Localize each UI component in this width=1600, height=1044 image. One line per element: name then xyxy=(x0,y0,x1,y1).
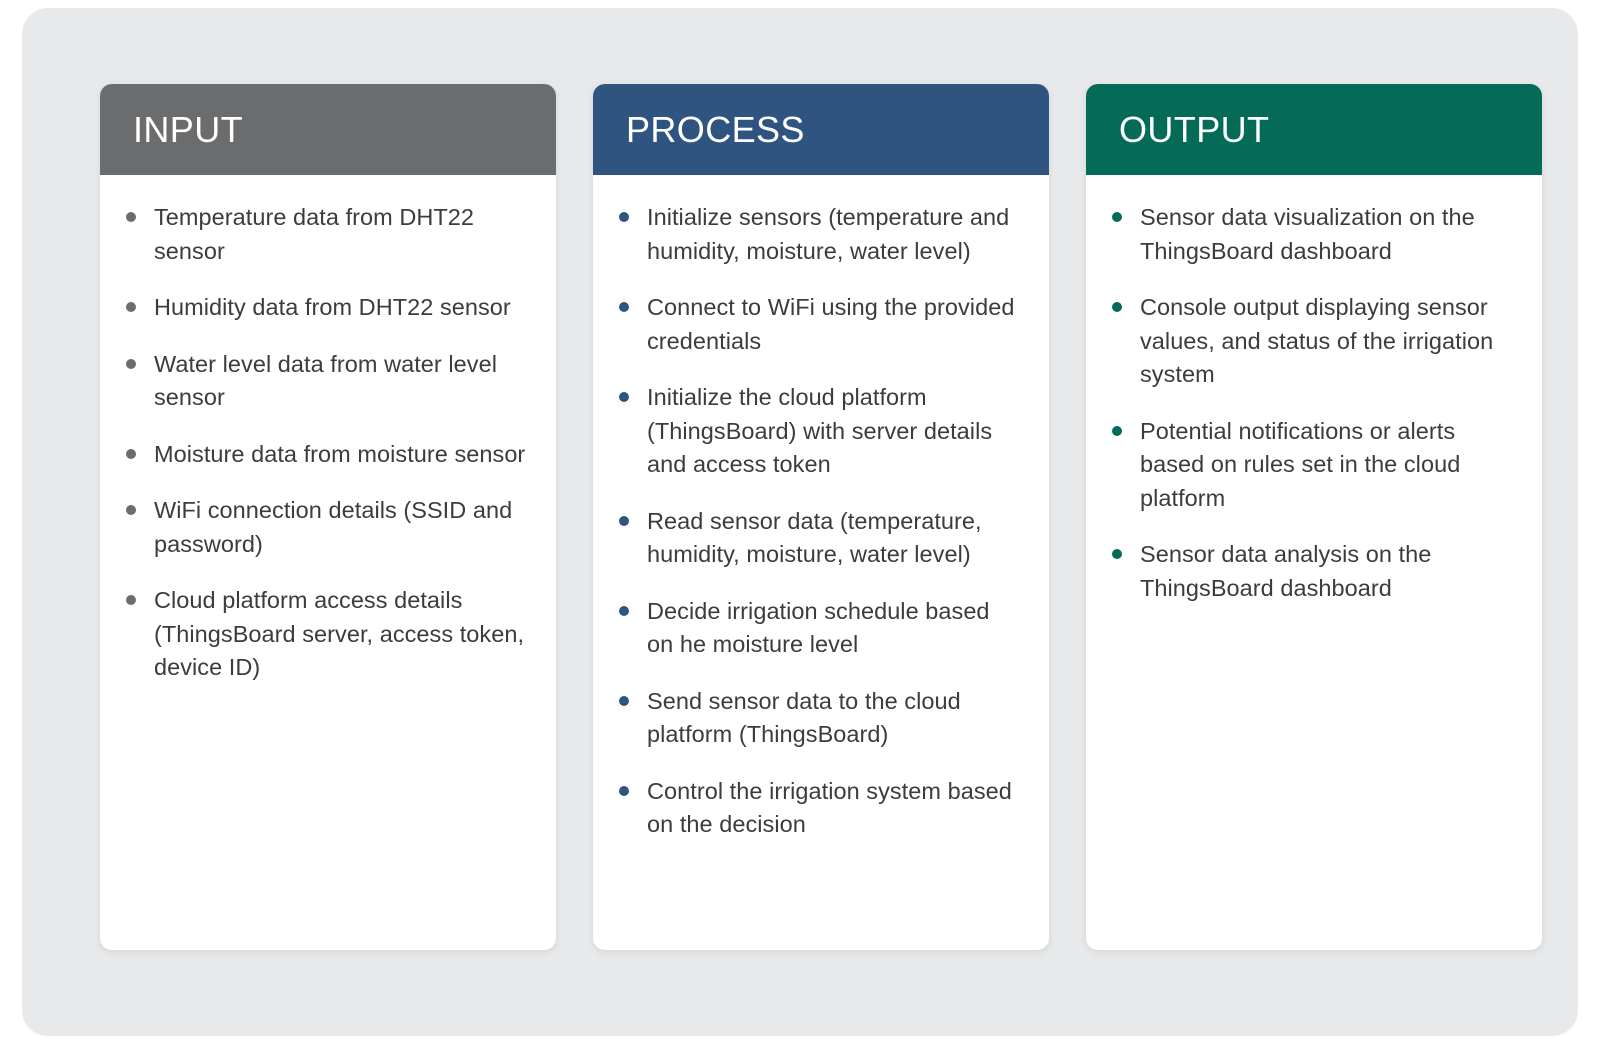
card-body-output: Sensor data visualization on the ThingsB… xyxy=(1086,175,1542,950)
list-item: Initialize sensors (temperature and humi… xyxy=(619,201,1019,268)
bullet-dot-icon xyxy=(1112,302,1122,312)
bullet-dot-icon xyxy=(1112,549,1122,559)
bullet-dot-icon xyxy=(619,605,629,616)
bullet-dot-icon xyxy=(619,212,629,222)
diagram-stage: INPUT Temperature data from DHT22 sensor… xyxy=(22,8,1578,1036)
list-item: Temperature data from DHT22 sensor xyxy=(126,201,526,268)
list-item: Control the irrigation system based on t… xyxy=(619,775,1019,842)
bullet-dot-icon xyxy=(126,212,136,222)
list-item: Sensor data analysis on the ThingsBoard … xyxy=(1112,538,1512,605)
bullet-dot-icon xyxy=(619,515,629,526)
list-item: Connect to WiFi using the provided crede… xyxy=(619,291,1019,358)
list-item-text: Decide irrigation schedule based on he m… xyxy=(647,597,990,658)
list-item-text: Send sensor data to the cloud platform (… xyxy=(647,687,961,748)
list-item: Decide irrigation schedule based on he m… xyxy=(619,595,1019,662)
list-item-text: WiFi connection details (SSID and passwo… xyxy=(154,497,513,557)
list-item-text: Connect to WiFi using the provided crede… xyxy=(647,294,1015,354)
bullet-dot-icon xyxy=(1112,212,1122,222)
list-item-text: Initialize the cloud platform (ThingsBoa… xyxy=(647,384,993,477)
bullet-dot-icon xyxy=(619,392,629,402)
list-item-text: Water level data from water level sensor xyxy=(154,350,497,411)
bullet-dot-icon xyxy=(126,302,136,312)
list-item: Humidity data from DHT22 sensor xyxy=(126,291,526,325)
card-body-process: Initialize sensors (temperature and humi… xyxy=(593,175,1049,950)
card-title-process: PROCESS xyxy=(626,108,805,150)
card-header-process: PROCESS xyxy=(593,84,1049,175)
column-container: INPUT Temperature data from DHT22 sensor… xyxy=(100,84,1542,950)
bullet-dot-icon xyxy=(126,595,136,605)
list-item-text: Initialize sensors (temperature and humi… xyxy=(647,204,1010,264)
list-item-text: Cloud platform access details (ThingsBoa… xyxy=(154,587,525,680)
list-item: Moisture data from moisture sensor xyxy=(126,438,526,472)
card-title-output: OUTPUT xyxy=(1119,108,1270,150)
bullet-dot-icon xyxy=(619,302,629,312)
card-process: PROCESS Initialize sensors (temperature … xyxy=(593,84,1049,950)
card-header-output: OUTPUT xyxy=(1086,84,1542,175)
bullet-list-process: Initialize sensors (temperature and humi… xyxy=(619,201,1019,842)
bullet-list-input: Temperature data from DHT22 sensor Humid… xyxy=(126,201,526,685)
bullet-dot-icon xyxy=(126,505,136,515)
list-item: Cloud platform access details (ThingsBoa… xyxy=(126,584,526,685)
bullet-dot-icon xyxy=(619,695,629,706)
list-item-text: Sensor data visualization on the ThingsB… xyxy=(1140,204,1475,264)
list-item: Send sensor data to the cloud platform (… xyxy=(619,685,1019,752)
card-output: OUTPUT Sensor data visualization on the … xyxy=(1086,84,1542,950)
list-item: Console output displaying sensor values,… xyxy=(1112,291,1512,392)
list-item: Initialize the cloud platform (ThingsBoa… xyxy=(619,381,1019,482)
bullet-dot-icon xyxy=(126,448,136,459)
card-input: INPUT Temperature data from DHT22 sensor… xyxy=(100,84,556,950)
list-item-text: Temperature data from DHT22 sensor xyxy=(154,204,475,264)
bullet-list-output: Sensor data visualization on the ThingsB… xyxy=(1112,201,1512,605)
bullet-dot-icon xyxy=(619,785,629,796)
list-item: WiFi connection details (SSID and passwo… xyxy=(126,494,526,561)
list-item: Potential notifications or alerts based … xyxy=(1112,415,1512,516)
list-item-text: Moisture data from moisture sensor xyxy=(154,440,526,467)
list-item-text: Control the irrigation system based on t… xyxy=(647,777,1012,838)
list-item: Sensor data visualization on the ThingsB… xyxy=(1112,201,1512,268)
list-item-text: Humidity data from DHT22 sensor xyxy=(154,294,511,320)
list-item: Water level data from water level sensor xyxy=(126,348,526,415)
list-item-text: Potential notifications or alerts based … xyxy=(1140,417,1461,511)
bullet-dot-icon xyxy=(1112,425,1122,436)
bullet-dot-icon xyxy=(126,358,136,369)
card-body-input: Temperature data from DHT22 sensor Humid… xyxy=(100,175,556,950)
card-header-input: INPUT xyxy=(100,84,556,175)
list-item-text: Read sensor data (temperature, humidity,… xyxy=(647,507,982,568)
list-item-text: Console output displaying sensor values,… xyxy=(1140,294,1494,387)
list-item: Read sensor data (temperature, humidity,… xyxy=(619,505,1019,572)
list-item-text: Sensor data analysis on the ThingsBoard … xyxy=(1140,541,1432,601)
card-title-input: INPUT xyxy=(133,108,243,150)
